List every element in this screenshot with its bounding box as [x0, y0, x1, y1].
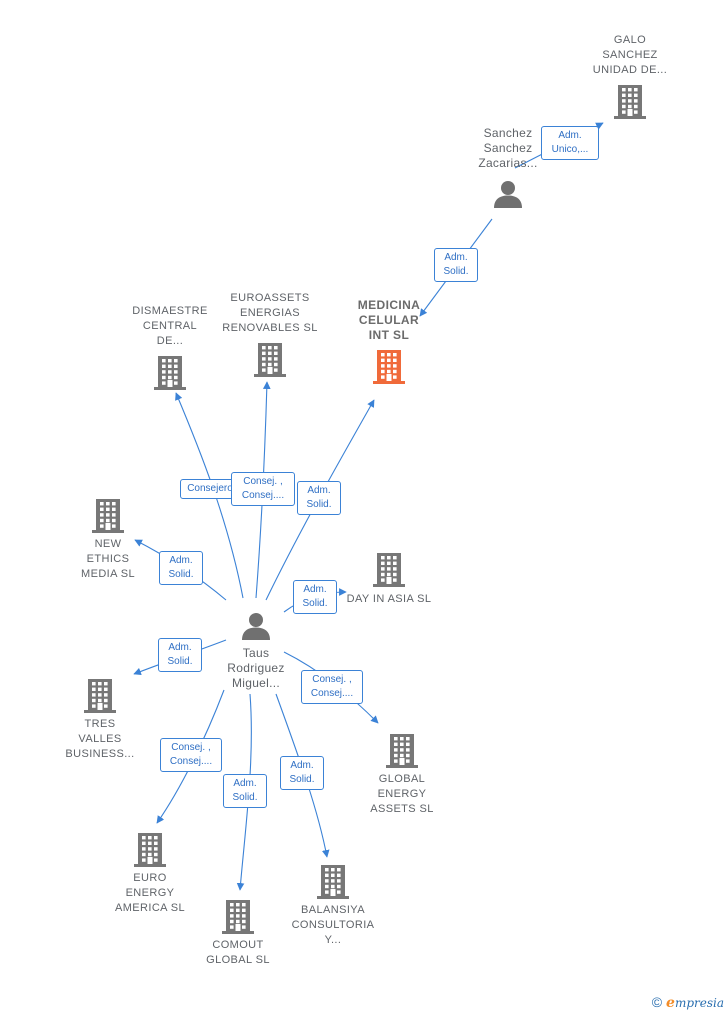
copyright-icon: ©	[651, 994, 663, 1010]
building-icon	[134, 833, 166, 867]
relation-label-taus-euroassets[interactable]: Consej. ,Consej....	[231, 472, 295, 506]
person-icon	[494, 181, 522, 208]
brand-name: mpresia	[674, 996, 724, 1010]
building-icon	[84, 679, 116, 713]
building-icon	[386, 734, 418, 768]
building-icon	[154, 356, 186, 390]
relation-label-taus-balansiya[interactable]: Adm.Solid.	[280, 756, 324, 790]
building-icon	[373, 350, 405, 384]
building-icon	[614, 85, 646, 119]
brand-logo[interactable]: ©empresia	[652, 994, 724, 1011]
relation-label-sanchez-galo[interactable]: Adm.Unico,...	[541, 126, 599, 160]
relation-label-taus-comout[interactable]: Adm.Solid.	[223, 774, 267, 808]
relation-label-taus-globalenergy[interactable]: Consej. ,Consej....	[301, 670, 363, 704]
relation-label-taus-dayinasia[interactable]: Adm.Solid.	[293, 580, 337, 614]
building-icon	[373, 553, 405, 587]
relation-label-taus-medicina[interactable]: Adm.Solid.	[297, 481, 341, 515]
building-icon	[222, 900, 254, 934]
brand-initial: e	[666, 995, 675, 1011]
relation-label-taus-newethics[interactable]: Adm.Solid.	[159, 551, 203, 585]
building-icon	[317, 865, 349, 899]
node-label: DAY IN ASIA SL	[346, 593, 432, 605]
building-icon	[92, 499, 124, 533]
node-day-in-asia[interactable]: DAY IN ASIA SL	[344, 551, 434, 607]
relation-label-sanchez-medicina[interactable]: Adm.Solid.	[434, 248, 478, 282]
building-icon	[254, 343, 286, 377]
relation-label-taus-euroenergy[interactable]: Consej. ,Consej....	[160, 738, 222, 772]
relation-label-taus-tresvalles[interactable]: Adm.Solid.	[158, 638, 202, 672]
person-icon	[242, 613, 270, 640]
